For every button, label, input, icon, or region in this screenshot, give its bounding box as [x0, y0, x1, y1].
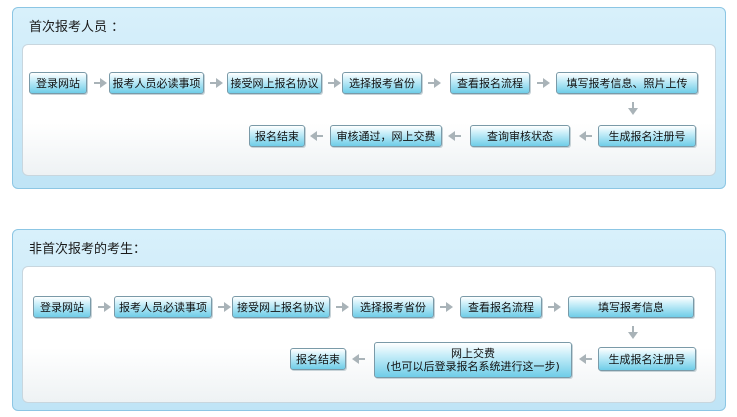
step-read-notice[interactable]: 报考人员必读事项 — [114, 296, 212, 318]
step-read-notice[interactable]: 报考人员必读事项 — [109, 72, 204, 94]
arrow-right-icon — [104, 302, 111, 312]
step-login-website[interactable]: 登录网站 — [29, 72, 87, 94]
step-pay-online-optional[interactable]: 网上交费 (也可以后登录报名系统进行这一步) — [374, 342, 572, 378]
arrow-down-icon — [628, 332, 638, 339]
step-select-province[interactable]: 选择报考省份 — [352, 296, 434, 318]
arrow-left-icon — [448, 131, 455, 141]
arrow-down-icon — [628, 108, 638, 115]
arrow-left-icon — [579, 354, 586, 364]
arrow-right-icon — [224, 302, 231, 312]
arrow-right-icon — [100, 78, 107, 88]
flow-container — [22, 266, 716, 403]
step-registration-end[interactable]: 报名结束 — [249, 125, 305, 147]
step-generate-reg-number[interactable]: 生成报名注册号 — [598, 125, 696, 147]
step-accept-agreement[interactable]: 接受网上报名协议 — [227, 72, 322, 94]
step-fill-info-upload-photo[interactable]: 填写报考信息、照片上传 — [556, 72, 698, 94]
panel-returning-applicants: 非首次报考的考生： — [12, 229, 726, 411]
arrow-right-icon — [216, 78, 223, 88]
arrow-left-icon — [310, 131, 317, 141]
flow-container — [22, 44, 716, 176]
panel-first-time-applicants: 首次报考人员 ： — [12, 7, 726, 189]
step-view-process[interactable]: 查看报名流程 — [460, 296, 542, 318]
step-generate-reg-number[interactable]: 生成报名注册号 — [598, 347, 696, 371]
arrow-left-icon — [352, 354, 359, 364]
arrow-left-icon — [579, 131, 586, 141]
section-title: 首次报考人员 ： — [29, 20, 125, 35]
arrow-right-icon — [554, 302, 561, 312]
arrow-right-icon — [543, 78, 550, 88]
step-check-review-status[interactable]: 查询审核状态 — [470, 125, 570, 147]
step-approved-pay-online[interactable]: 审核通过，网上交费 — [330, 125, 442, 147]
arrow-right-icon — [446, 302, 453, 312]
step-select-province[interactable]: 选择报考省份 — [342, 72, 422, 94]
arrow-right-icon — [342, 302, 349, 312]
arrow-right-icon — [434, 78, 441, 88]
step-login-website[interactable]: 登录网站 — [33, 296, 91, 318]
step-accept-agreement[interactable]: 接受网上报名协议 — [232, 296, 330, 318]
step-fill-info[interactable]: 填写报考信息 — [568, 296, 694, 318]
step-view-process[interactable]: 查看报名流程 — [450, 72, 530, 94]
arrow-right-icon — [334, 78, 341, 88]
section-title: 非首次报考的考生： — [29, 242, 147, 257]
step-registration-end[interactable]: 报名结束 — [290, 348, 346, 370]
